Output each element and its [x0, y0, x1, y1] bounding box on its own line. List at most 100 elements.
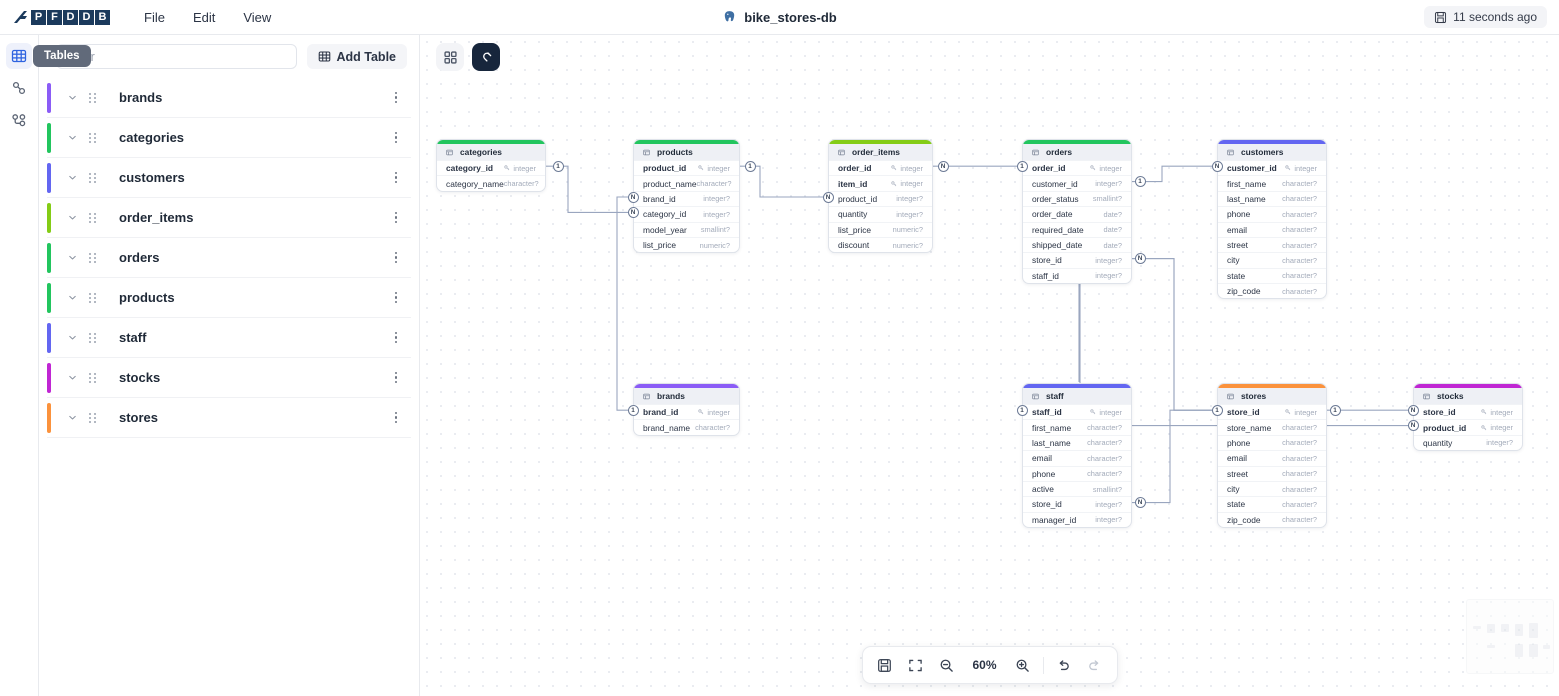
table-card-header[interactable]: products	[634, 144, 739, 160]
drag-handle-icon[interactable]	[84, 132, 102, 143]
table-card-header[interactable]: stores	[1218, 388, 1326, 404]
table-card-header[interactable]: categories	[437, 144, 545, 160]
chevron-down-icon[interactable]	[62, 252, 82, 263]
table-list-item-staff[interactable]: staff	[47, 318, 411, 358]
save-button[interactable]	[870, 652, 898, 678]
filter-input[interactable]	[56, 44, 297, 69]
save-status-pill[interactable]: 11 seconds ago	[1424, 6, 1547, 28]
table-card-header[interactable]: brands	[634, 388, 739, 404]
chevron-down-icon[interactable]	[62, 412, 82, 423]
chevron-down-icon[interactable]	[62, 332, 82, 343]
menu-view[interactable]: View	[243, 9, 272, 25]
more-options-icon[interactable]	[394, 251, 397, 264]
table-list-item-products[interactable]: products	[47, 278, 411, 318]
fit-view-button[interactable]	[901, 652, 929, 678]
chevron-down-icon[interactable]	[62, 372, 82, 383]
magnet-snap-button[interactable]	[472, 43, 500, 71]
relationships-rail-button[interactable]	[6, 75, 32, 101]
table-list-item-categories[interactable]: categories	[47, 118, 411, 158]
more-options-icon[interactable]	[394, 211, 397, 224]
table-card-header[interactable]: customers	[1218, 144, 1326, 160]
table-list-item-stores[interactable]: stores	[47, 398, 411, 438]
table-card-header[interactable]: staff	[1023, 388, 1131, 404]
tables-rail-button[interactable]	[6, 43, 32, 69]
table-list-item-brands[interactable]: brands	[47, 78, 411, 118]
more-options-icon[interactable]	[394, 331, 397, 344]
more-options-icon[interactable]	[394, 131, 397, 144]
table-list-item-order_items[interactable]: order_items	[47, 198, 411, 238]
table-card-header[interactable]: order_items	[829, 144, 932, 160]
subgraph-rail-button[interactable]	[6, 107, 32, 133]
drag-handle-icon[interactable]	[84, 412, 102, 423]
drag-handle-icon[interactable]	[84, 332, 102, 343]
more-options-icon[interactable]	[394, 91, 397, 104]
menu-file[interactable]: File	[144, 9, 165, 25]
drag-handle-icon[interactable]	[84, 212, 102, 223]
canvas-minimap[interactable]	[1466, 599, 1554, 674]
undo-button[interactable]	[1050, 652, 1078, 678]
drag-handle-icon[interactable]	[84, 92, 102, 103]
more-options-icon[interactable]	[394, 411, 397, 424]
more-options-icon[interactable]	[394, 371, 397, 384]
chevron-down-icon[interactable]	[62, 172, 82, 183]
drag-handle-icon[interactable]	[84, 172, 102, 183]
drag-handle-icon[interactable]	[84, 292, 102, 303]
add-table-button[interactable]: Add Table	[306, 44, 407, 69]
table-list-item-customers[interactable]: customers	[47, 158, 411, 198]
chevron-down-icon[interactable]	[62, 132, 82, 143]
